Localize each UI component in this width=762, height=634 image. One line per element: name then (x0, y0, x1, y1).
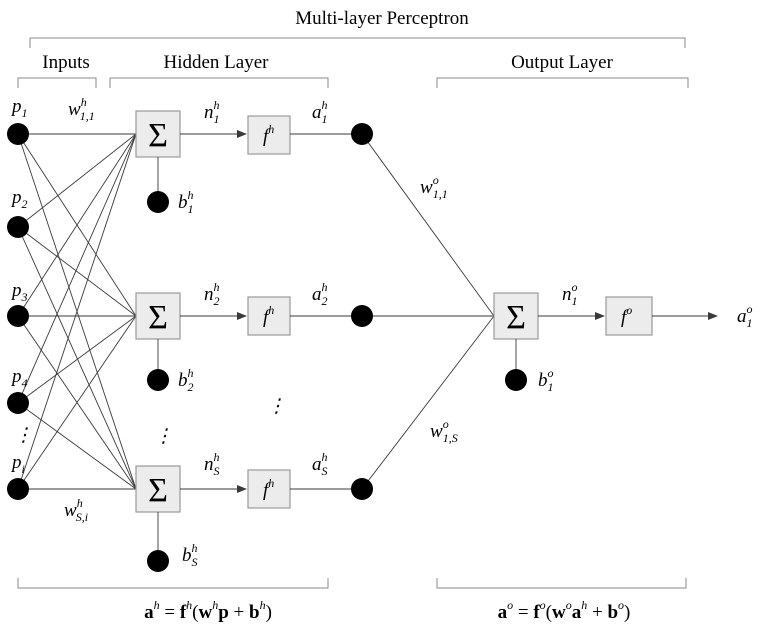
transfer-function-label: fh (263, 476, 274, 501)
title-bracket (29, 37, 686, 48)
transfer-function-box (247, 115, 291, 155)
summing-junction (493, 292, 539, 340)
sum-symbol: Σ (148, 117, 168, 154)
diagram-title: Multi-layer Perceptron (295, 8, 469, 29)
hidden-layer-bracket (109, 77, 329, 88)
input-label-p4: p4 (10, 366, 28, 390)
transfer-function-box (247, 296, 291, 336)
hidden-output-node-1 (351, 123, 373, 145)
hidden-output-node-2 (351, 305, 373, 327)
input-node-p1 (7, 123, 29, 145)
transfer-function-box (605, 296, 653, 336)
input-label-p2: p2 (10, 187, 28, 211)
inputs-label: Inputs (42, 52, 90, 73)
hidden-bias-ellipsis: ⋮ (154, 426, 173, 447)
hidden-layer-equation: ah = fh(whp + bh) (144, 598, 272, 623)
bias-node (147, 369, 169, 391)
inputs-bracket (17, 77, 97, 88)
input-node-p3 (7, 305, 29, 327)
sum-symbol: Σ (148, 299, 168, 336)
hidden-layer-label: Hidden Layer (164, 52, 270, 73)
transfer-function-label: fh (263, 303, 274, 328)
hidden-transfer-ellipsis: ⋮ (267, 396, 286, 417)
input-label-pi: pi (10, 452, 25, 476)
hidden-equation-bracket (17, 578, 329, 589)
output-layer-equation: ao = fo(woah + bo) (498, 598, 631, 623)
output-layer-bracket (436, 77, 689, 88)
output-equation-bracket (436, 578, 687, 589)
transfer-function-box (247, 469, 291, 509)
transfer-function-label: fo (621, 303, 632, 328)
transfer-function-label: fh (263, 122, 274, 147)
output-layer-label: Output Layer (511, 52, 614, 73)
bias-node (505, 369, 527, 391)
input-hidden-connections (17, 133, 137, 490)
sum-symbol: Σ (506, 299, 526, 336)
sum-symbol: Σ (148, 472, 168, 509)
input-label-p3: p3 (10, 280, 28, 304)
input-node-pi (7, 478, 29, 500)
input-ellipsis: ⋮ (14, 425, 33, 446)
input-node-p2 (7, 216, 29, 238)
bias-node (147, 550, 169, 572)
bias-node (147, 191, 169, 213)
hidden-output-node-S (351, 478, 373, 500)
input-node-p4 (7, 392, 29, 414)
input-label-p1: p1 (10, 96, 28, 120)
hidden-output-connections (361, 133, 495, 490)
